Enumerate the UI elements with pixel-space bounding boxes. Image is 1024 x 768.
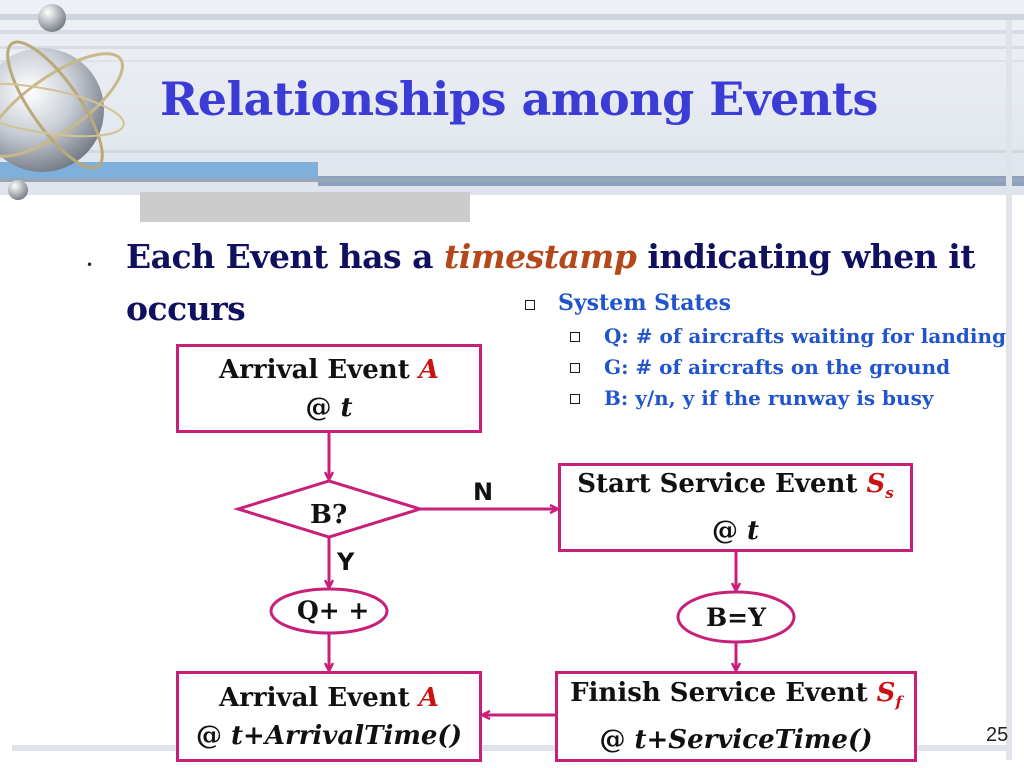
branch-yes-label: Y <box>337 548 355 576</box>
square-bullet-icon <box>570 363 580 373</box>
decision-label: B? <box>310 500 348 530</box>
finish-service-label: Finish Service Event Sf <box>570 678 902 711</box>
busy-set-label: B=Y <box>706 603 766 632</box>
arrival-event-label: Arrival Event A <box>219 354 439 385</box>
page-number: 25 <box>986 724 1009 746</box>
square-bullet-icon <box>525 300 535 310</box>
square-bullet-icon <box>570 394 580 404</box>
start-service-label: Start Service Event Ss <box>577 469 894 502</box>
next-arrival-label: Arrival Event A <box>219 682 439 713</box>
finish-service-node: Finish Service Event Sf @ t+ServiceTime(… <box>555 671 917 762</box>
next-arrival-event-node: Arrival Event A @ t+ArrivalTime() <box>176 671 482 762</box>
bullet-marker: • <box>86 258 94 272</box>
bullet-text: Each Event has a timestamp indicating wh… <box>126 231 1024 335</box>
arrival-event-time: @ t <box>305 392 353 423</box>
system-states-heading: System States <box>558 290 732 316</box>
start-service-time: @ t <box>711 516 760 546</box>
branch-no-label: N <box>473 478 494 506</box>
bullet-text-before: Each Event has a <box>126 237 444 276</box>
state-item-b: B: y/n, y if the runway is busy <box>604 386 934 410</box>
state-item-g: G: # of aircrafts on the ground <box>604 355 951 379</box>
bullet-emphasis: timestamp <box>443 237 637 276</box>
finish-service-time: @ t+ServiceTime() <box>599 725 873 755</box>
slide-title: Relationships among Events <box>160 72 878 126</box>
start-service-node: Start Service Event Ss @ t <box>558 463 913 552</box>
bullet-text-after: indicating when it occurs <box>126 237 975 328</box>
state-item-q: Q: # of aircrafts waiting for landing <box>604 324 1006 348</box>
next-arrival-time: @ t+ArrivalTime() <box>195 720 462 751</box>
square-bullet-icon <box>570 332 580 342</box>
queue-increment-label: Q+ + <box>297 596 370 625</box>
arrival-event-node: Arrival Event A @ t <box>176 344 482 433</box>
